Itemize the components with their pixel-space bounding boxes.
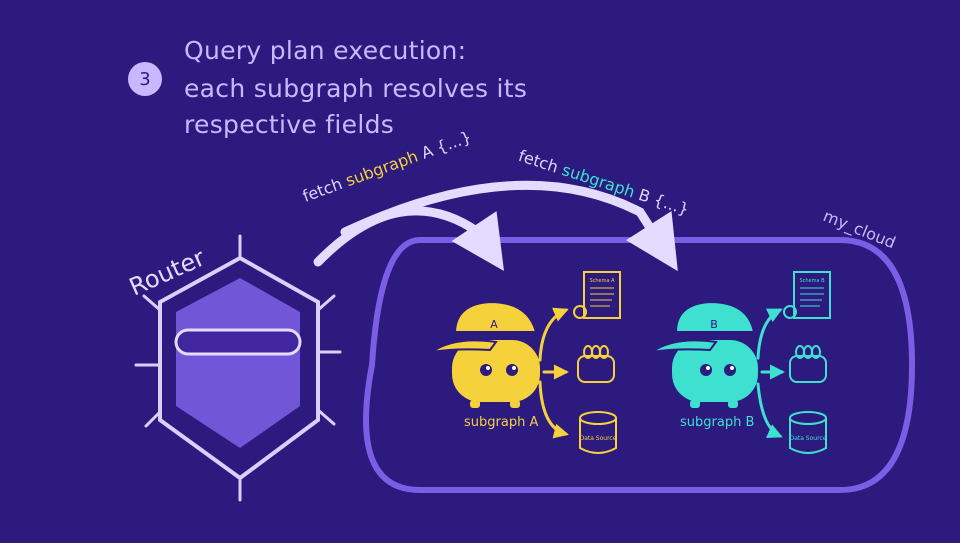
step-title-line-1: Query plan execution: — [184, 36, 467, 65]
subgraph-a-cap-letter: A — [490, 318, 498, 331]
step-title-line-3: respective fields — [184, 110, 395, 139]
subgraph-a-arrows — [538, 307, 569, 439]
schema-b-document: Schema B — [783, 271, 831, 319]
datasource-a-icon: Data Source — [579, 411, 617, 454]
schema-a-document: Schema A — [573, 271, 621, 319]
router-spikes — [134, 234, 342, 502]
datasource-a-label: Data Source — [580, 435, 617, 442]
datasource-b-icon: Data Source — [789, 411, 827, 454]
subgraph-a-mascot: A — [431, 300, 540, 408]
my-cloud-label: my_cloud — [820, 206, 898, 253]
subgraph-b-mascot: B — [651, 300, 758, 408]
subgraph-a-label: subgraph A — [464, 415, 538, 430]
datasource-b-label: Data Source — [790, 435, 827, 442]
subgraph-b-label: subgraph B — [680, 415, 754, 430]
subgraph-b-arrows — [756, 308, 785, 438]
router-node — [134, 234, 342, 502]
resolver-a-icon — [577, 345, 615, 383]
schema-b-label: Schema B — [799, 278, 825, 284]
my-cloud-boundary — [363, 237, 916, 493]
resolver-b-icon — [789, 345, 827, 383]
step-title-line-2: each subgraph resolves its — [184, 74, 528, 103]
fetch-arrow-b — [340, 180, 678, 272]
step-number-badge: 3 — [128, 62, 162, 96]
schema-a-label: Schema A — [589, 278, 615, 284]
subgraph-b-cap-letter: B — [710, 318, 718, 331]
